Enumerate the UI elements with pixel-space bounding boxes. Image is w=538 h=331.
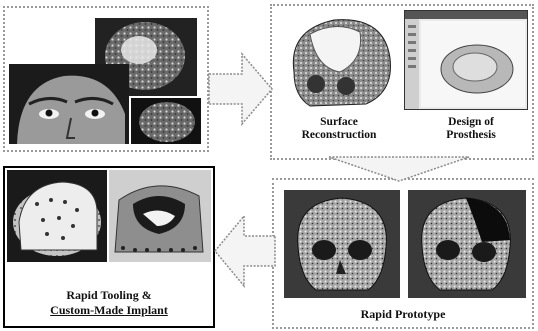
rapid-tooling-line1: Rapid Tooling & [5, 288, 213, 303]
design-of-prosthesis-caption: Design of Prosthesis [412, 116, 530, 142]
cad-design-screen-icon [404, 10, 528, 110]
surface-reconstruction-line2: Reconstruction [280, 129, 398, 142]
skull-3d-model-icon [280, 12, 398, 114]
arrow-left-icon [214, 214, 276, 288]
patient-ct-photo-icon [9, 14, 205, 146]
arrow-right-icon [208, 52, 274, 126]
design-of-prosthesis-line1: Design of [412, 116, 530, 129]
surface-reconstruction-line1: Surface [280, 116, 398, 129]
arrow-down-icon [328, 156, 470, 182]
rapid-tooling-line2: Custom-Made Implant [5, 303, 213, 318]
design-of-prosthesis-line2: Prosthesis [412, 129, 530, 142]
skull-rapid-prototype-right-icon [408, 190, 526, 298]
skull-rapid-prototype-left-icon [284, 190, 400, 298]
panel-patient-ct [3, 6, 209, 152]
rapid-tooling-caption: Rapid Tooling & Custom-Made Implant [5, 288, 213, 318]
panel-rapid-prototype: Rapid Prototype [272, 178, 534, 329]
panel-rapid-tooling: Rapid Tooling & Custom-Made Implant [3, 166, 215, 328]
surface-reconstruction-caption: Surface Reconstruction [280, 116, 398, 142]
panel-reconstruction-design: Surface Reconstruction Design of Prosthe… [270, 4, 534, 160]
implant-mold-photo-icon [7, 170, 211, 262]
rapid-prototype-caption: Rapid Prototype [274, 308, 532, 321]
